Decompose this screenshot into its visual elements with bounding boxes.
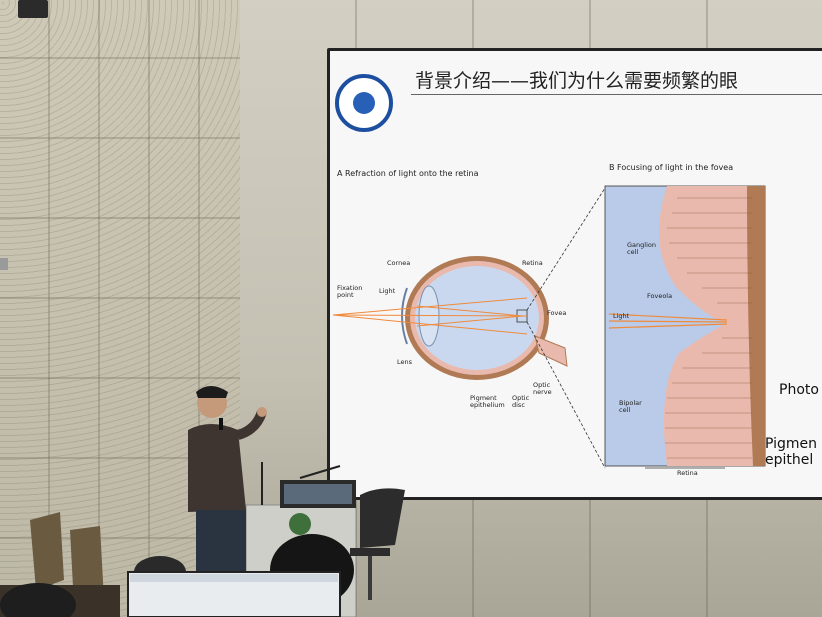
university-logo <box>335 74 393 132</box>
label-foveola: Foveola <box>647 292 673 300</box>
label-ganglion-cell: Ganglion cell <box>627 241 656 257</box>
label-fovea: Fovea <box>547 309 567 317</box>
audience-area <box>0 512 354 617</box>
label-pigment-epithelium: Pigment epithelium <box>470 394 505 410</box>
label-retina-b: Retina <box>677 469 698 477</box>
label-light-a: Light <box>379 287 396 295</box>
label-lens: Lens <box>397 358 413 366</box>
eye-cross-section <box>401 256 568 380</box>
panel-a-title: A Refraction of light onto the retina <box>337 169 479 178</box>
light-rays-a <box>332 297 528 335</box>
office-chair <box>350 488 405 600</box>
ceiling-speaker <box>18 0 48 18</box>
slide-title: 背景介绍——我们为什么需要频繁的眼 <box>415 70 739 92</box>
label-photoreceptors: Photo <box>779 382 819 398</box>
label-cornea: Cornea <box>387 259 411 267</box>
label-fixation-point: Fixation point <box>337 284 363 300</box>
label-pigment-epithelium-b: Pigmen epithel <box>765 436 818 469</box>
eye-anatomy-figure <box>332 185 766 469</box>
label-optic-disc: Optic disc <box>512 394 530 410</box>
label-retina-a: Retina <box>522 259 543 267</box>
panel-b-title: B Focusing of light in the fovea <box>609 163 734 172</box>
label-light-b: Light <box>613 312 630 320</box>
label-bipolar-cell: Bipolar cell <box>619 399 642 415</box>
projection-screen: 背景介绍——我们为什么需要频繁的眼 A Refraction of light … <box>327 48 822 500</box>
label-optic-nerve: Optic nerve <box>533 381 552 397</box>
fovea-detail <box>604 185 766 469</box>
title-divider <box>411 94 822 95</box>
wall-outlet <box>0 258 8 270</box>
